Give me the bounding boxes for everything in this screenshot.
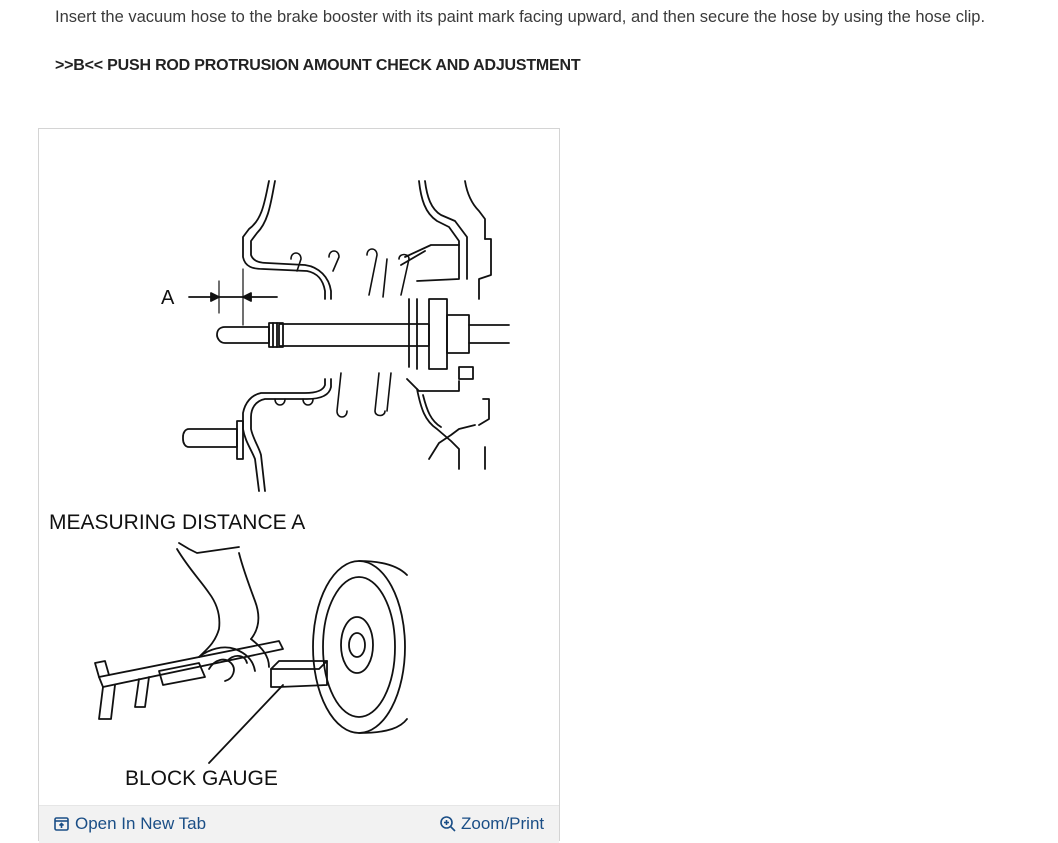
caption-measuring-distance: MEASURING DISTANCE A: [49, 511, 305, 534]
zoom-in-icon: [439, 815, 457, 833]
booster-cross-section: [182, 180, 510, 492]
figure-toolbar: Open In New Tab Zoom/Print: [39, 805, 559, 843]
block-gauge-illustration: [94, 542, 408, 764]
open-new-tab-icon: [53, 815, 71, 833]
push-rod-diagram: A: [49, 180, 510, 790]
open-new-tab-label: Open In New Tab: [75, 814, 207, 833]
zoom-print-link[interactable]: Zoom/Print: [439, 814, 544, 834]
section-heading: >>B<< PUSH ROD PROTRUSION AMOUNT CHECK A…: [55, 57, 581, 74]
dimension-a-label: A: [161, 287, 175, 309]
caption-block-gauge: BLOCK GAUGE: [125, 767, 278, 790]
zoom-print-label: Zoom/Print: [461, 814, 545, 833]
open-new-tab-link[interactable]: Open In New Tab: [53, 814, 206, 834]
instruction-text: Insert the vacuum hose to the brake boos…: [55, 8, 986, 26]
figure-container: A: [38, 128, 560, 843]
